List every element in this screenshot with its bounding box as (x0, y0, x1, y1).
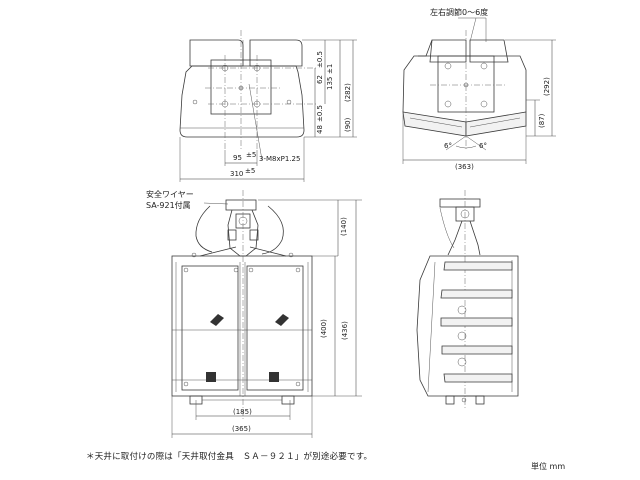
footnote: ＊天井に取付けの際は「天井取付金具 ＳＡ－９２１」が別途必要です。 (86, 452, 373, 462)
adjust-range-label: 左右調節0～6度 (430, 7, 488, 17)
dim-135-tol: ±1 (326, 64, 334, 74)
dim-87: (87) (538, 113, 546, 128)
top-view-right-texts: 左右調節0～6度 6° 6° (292) (87) (363) (430, 7, 551, 171)
dim-48-tol: ±0.5 (316, 105, 324, 122)
dim-62-tol: ±0.5 (316, 51, 324, 68)
dim-95-tol: ±5 (246, 151, 256, 159)
top-view-left-dimension-texts: 62 ±0.5 135 ±1 48 ±0.5 (282) (90) 95 ±5 … (230, 51, 352, 178)
dim-48: 48 (316, 125, 324, 134)
side-view-right (416, 190, 519, 410)
screw-spec-label: 3-M8xP1.25 (259, 155, 300, 163)
dim-140: (140) (340, 217, 348, 236)
dim-363: (363) (455, 163, 474, 171)
dim-282: (282) (344, 83, 352, 102)
dim-400: (400) (320, 319, 328, 338)
dim-310-tol: ±5 (245, 167, 255, 175)
dim-310: 310 (230, 170, 243, 178)
dim-185: (185) (233, 408, 252, 416)
dim-95: 95 (233, 154, 242, 162)
dim-365: (365) (232, 425, 251, 433)
top-view-right (402, 17, 556, 164)
dim-292: (292) (543, 77, 551, 96)
angle-right-label: 6° (479, 142, 487, 150)
dim-90: (90) (344, 117, 352, 132)
safety-wire-label: 安全ワイヤー (146, 189, 194, 199)
unit-label: 単位 mm (531, 462, 566, 471)
safety-wire-model-label: SA-921付属 (146, 200, 191, 210)
dim-62: 62 (316, 75, 324, 84)
front-view-left (171, 190, 362, 438)
front-view-left-texts: 安全ワイヤー SA-921付属 (140) (400) (436) (185) … (146, 189, 349, 433)
dim-436: (436) (341, 321, 349, 340)
dim-135: 135 (326, 77, 334, 90)
angle-left-label: 6° (444, 142, 452, 150)
top-view-left (179, 30, 357, 182)
